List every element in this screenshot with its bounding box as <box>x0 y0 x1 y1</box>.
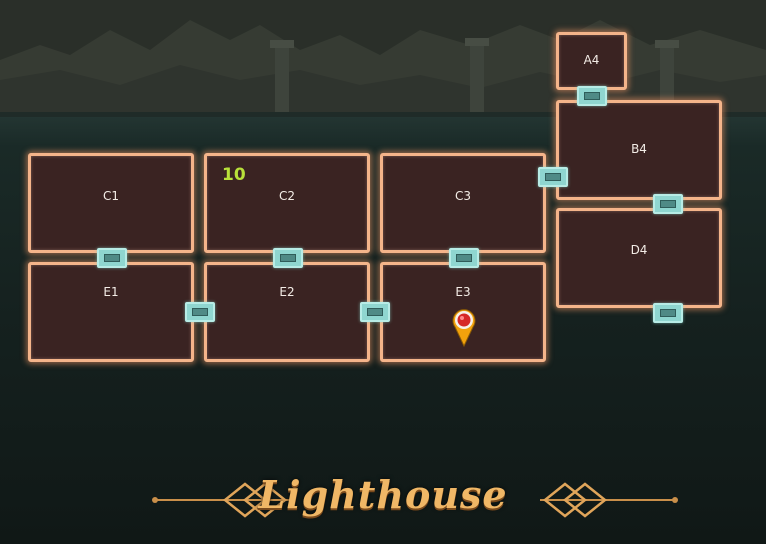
map-title: Lighthouse <box>258 472 508 517</box>
door-d4-exit[interactable] <box>653 303 683 323</box>
room-label-c3: C3 <box>454 189 471 203</box>
room-e2[interactable]: E2 <box>204 262 370 362</box>
room-c2[interactable]: C2 <box>204 153 370 253</box>
room-label-c1: C1 <box>102 189 119 203</box>
room-a4[interactable]: A4 <box>556 32 627 90</box>
room-c1[interactable]: C1 <box>28 153 194 253</box>
room-label-e1: E1 <box>103 285 119 299</box>
room-label-b4: B4 <box>631 142 647 156</box>
door-b4-d4[interactable] <box>653 194 683 214</box>
door-c1-e1[interactable] <box>97 248 127 268</box>
room-label-e3: E3 <box>455 285 471 299</box>
door-e1-e2[interactable] <box>185 302 215 322</box>
map-pin-icon <box>452 309 476 347</box>
room-e1[interactable]: E1 <box>28 262 194 362</box>
door-c2-e2[interactable] <box>273 248 303 268</box>
room-label-e2: E2 <box>279 285 295 299</box>
door-c3-b4[interactable] <box>538 167 568 187</box>
room-c3[interactable]: C3 <box>380 153 546 253</box>
room-b4[interactable]: B4 <box>556 100 722 200</box>
door-a4-b4[interactable] <box>577 86 607 106</box>
room-label-d4: D4 <box>630 243 648 257</box>
room-label-a4: A4 <box>583 53 600 67</box>
room-d4[interactable]: D4 <box>556 208 722 308</box>
door-e2-e3[interactable] <box>360 302 390 322</box>
room-counter: 10 <box>222 165 246 185</box>
title-ornament <box>152 482 678 518</box>
room-label-c2: C2 <box>278 189 295 203</box>
door-c3-e3[interactable] <box>449 248 479 268</box>
